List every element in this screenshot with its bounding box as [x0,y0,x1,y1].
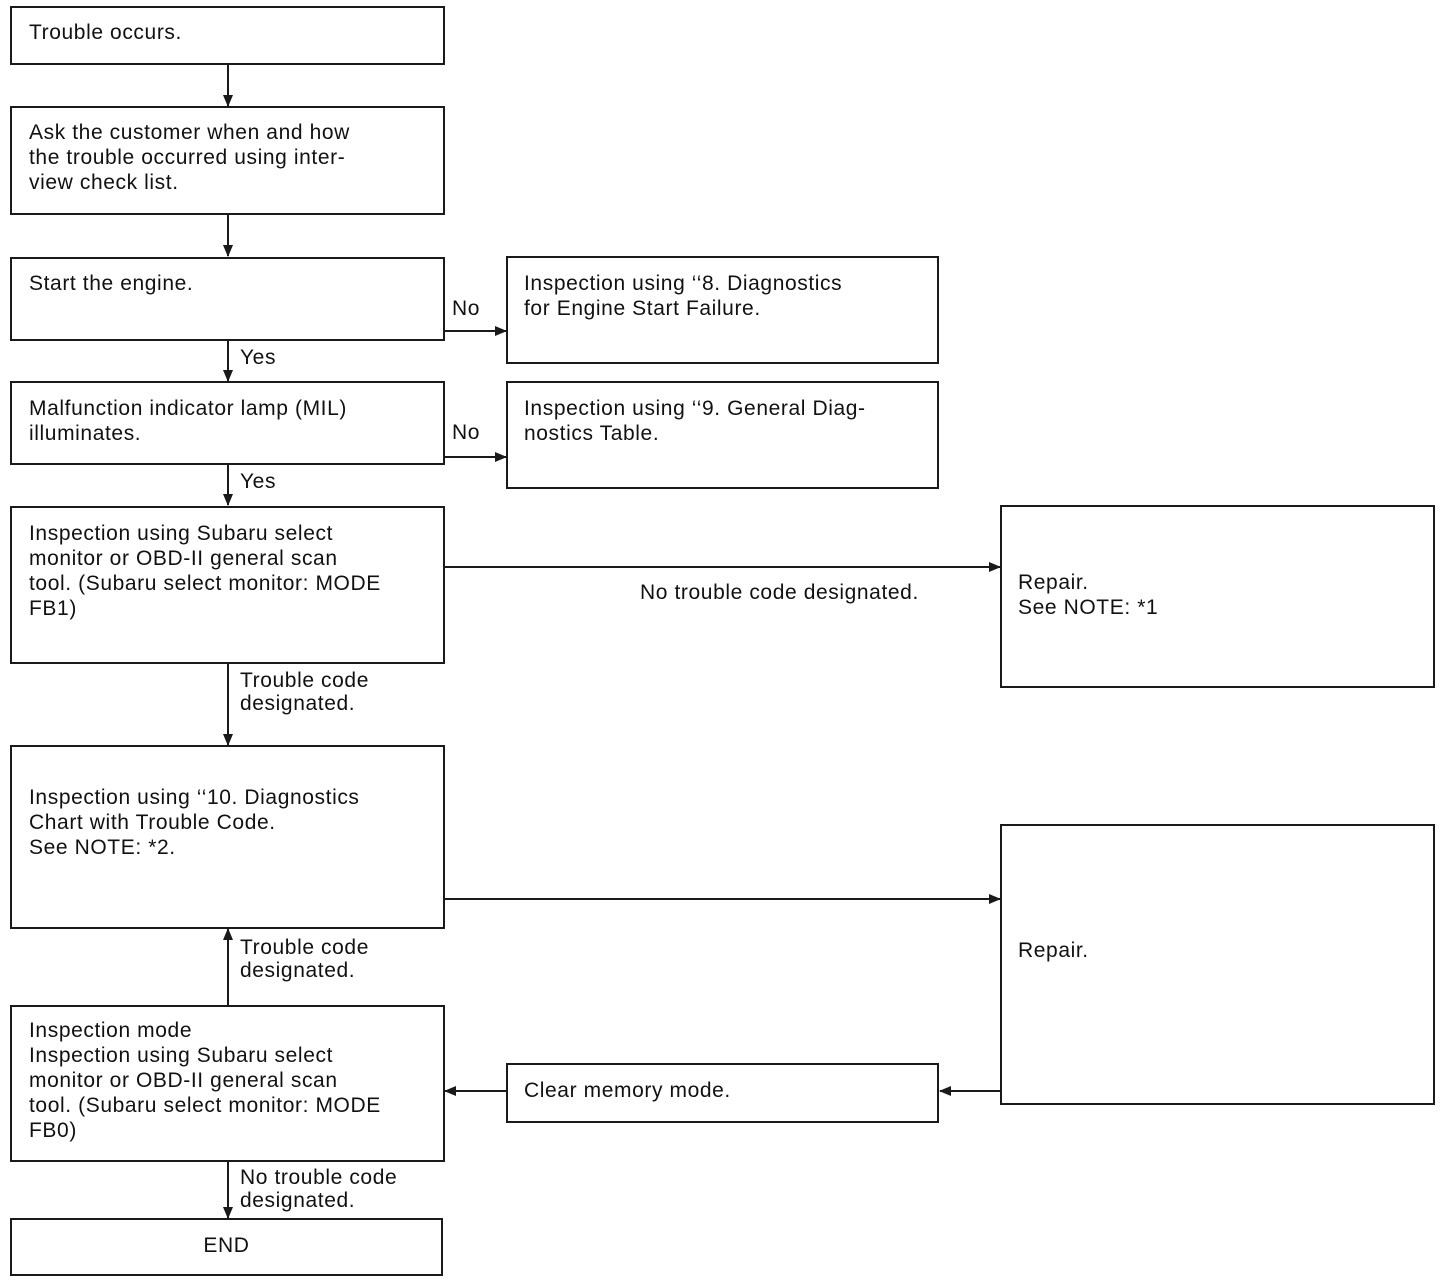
scan-fb1-box [10,506,445,664]
label-no-code-scan: No trouble code designated. [640,581,919,604]
repair-note1-text: Repair. See NOTE: *1 [1018,571,1159,619]
ask-customer-box [10,106,445,215]
inspection-mode-text: Inspection mode Inspection using Subaru … [29,1019,381,1142]
start-engine-text: Start the engine. [29,272,194,295]
mil-text: Malfunction indicator lamp (MIL) illumin… [29,397,347,445]
inspection-mode-box [10,1005,445,1162]
label-code-designated-mode: Trouble code designated. [240,936,369,982]
trouble-occurs-text: Trouble occurs. [29,21,182,44]
trouble-code-chart-text: Inspection using ‘‘10. Diagnostics Chart… [29,786,360,859]
end-text: END [203,1234,250,1257]
label-no-code-end: No trouble code designated. [240,1166,398,1212]
start-failure-box [506,256,939,364]
mil-box [10,381,445,465]
end-box [10,1218,443,1276]
ask-customer-text: Ask the customer when and how the troubl… [29,121,350,194]
scan-fb1-text: Inspection using Subaru select monitor o… [29,522,381,620]
label-code-designated-scan: Trouble code designated. [240,669,369,715]
label-yes-start: Yes [240,346,277,369]
trouble-code-chart-box [10,745,445,929]
start-failure-text: Inspection using ‘‘8. Diagnostics for En… [524,272,843,320]
label-yes-mil: Yes [240,470,277,493]
repair-note1-box [1000,505,1435,688]
start-engine-box [10,257,445,341]
label-no-start: No [452,297,481,320]
clear-memory-box [506,1063,939,1123]
clear-memory-text: Clear memory mode. [524,1079,731,1102]
general-diag-box [506,381,939,489]
repair-box [1000,824,1435,1105]
trouble-occurs-box [10,6,445,65]
label-no-mil: No [452,421,481,444]
general-diag-text: Inspection using ‘‘9. General Diag- nost… [524,397,866,445]
repair-text: Repair. [1018,939,1089,962]
